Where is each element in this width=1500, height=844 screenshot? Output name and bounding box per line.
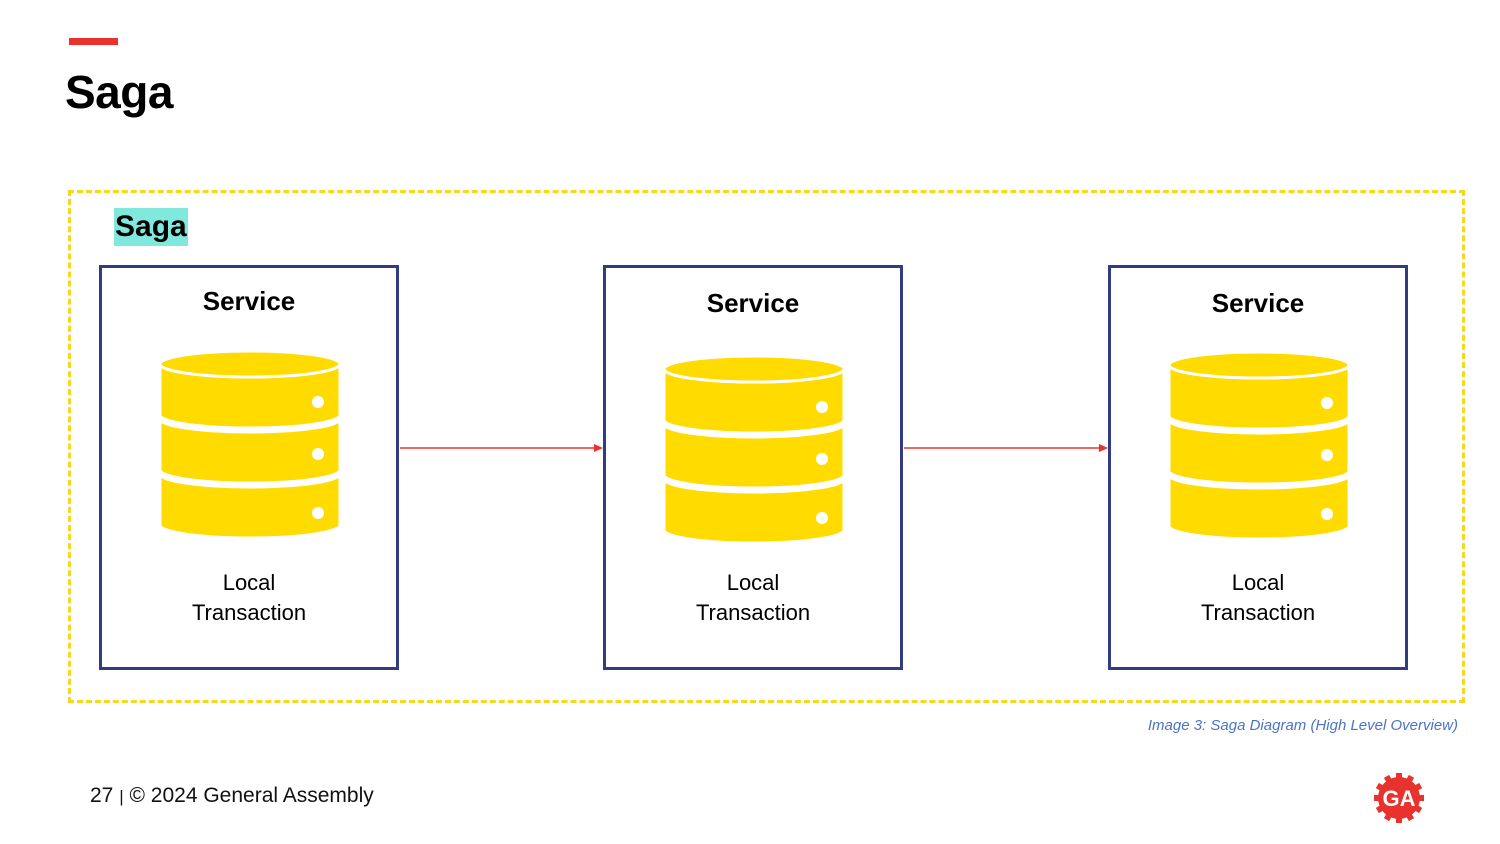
service-caption: Local Transaction — [191, 570, 307, 625]
database-icon — [158, 349, 342, 540]
service-box-3: Service Local Transaction — [1108, 265, 1408, 670]
service-caption: Local Transaction — [695, 570, 811, 625]
image-caption: Image 3: Saga Diagram (High Level Overvi… — [1147, 717, 1458, 734]
service-title: Service — [202, 286, 296, 316]
svg-text:GA: GA — [1383, 786, 1416, 811]
service-box-1: Service Local Transaction — [99, 265, 399, 670]
saga-boundary — [68, 190, 1465, 703]
title-accent-bar — [69, 38, 118, 45]
page-number: 27 — [90, 784, 114, 807]
arrow-head — [1099, 444, 1108, 452]
arrow-head — [594, 444, 603, 452]
saga-label: Saga — [114, 208, 188, 246]
service-caption: Local Transaction — [1200, 570, 1316, 625]
footer: 27 | © 2024 General Assembly — [90, 784, 374, 808]
service-title: Service — [706, 288, 800, 318]
footer-separator: | — [119, 787, 124, 806]
database-icon — [1167, 350, 1351, 541]
database-icon — [662, 354, 846, 545]
ga-logo: GA — [1374, 773, 1424, 823]
service-box-2: Service Local Transaction — [603, 265, 903, 670]
page-title: Saga — [65, 66, 173, 118]
service-title: Service — [1211, 288, 1305, 318]
copyright-text: © 2024 General Assembly — [129, 784, 374, 807]
